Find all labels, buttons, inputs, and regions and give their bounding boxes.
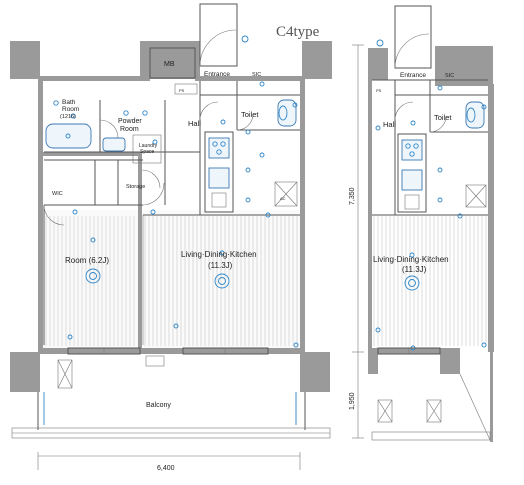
plan-a-floor-hatch bbox=[44, 210, 300, 348]
bath-label: Bath bbox=[62, 99, 76, 106]
dimension-depth-balcony-label: 1,950 bbox=[349, 392, 356, 410]
plan-b-walls bbox=[368, 46, 494, 442]
plan-b-ldk-size-label: (11.3J) bbox=[402, 265, 427, 274]
plan-a-flooring-lines bbox=[45, 216, 298, 346]
wic-label: WIC bbox=[52, 191, 63, 197]
plan-a-interior-lines bbox=[43, 81, 300, 345]
plan-b-hall-label: Hall bbox=[383, 120, 396, 129]
plan-a-balcony: Balcony bbox=[11, 355, 331, 439]
ps-label: PS bbox=[179, 88, 185, 93]
plan-a-ps-shaft: PS bbox=[174, 83, 198, 95]
plan-b-kitchen-counter bbox=[397, 133, 427, 213]
plan-a-cabinet bbox=[274, 181, 298, 207]
plan-b-room-labels: Entrance SIC Hall Toilet Living·Dining·K… bbox=[373, 72, 454, 274]
plan-b-toilet-label: Toilet bbox=[434, 113, 452, 122]
plan-b-sash-windows bbox=[377, 347, 441, 355]
plan-a-washbasin bbox=[102, 137, 126, 152]
plan-title: C4type bbox=[276, 24, 320, 40]
dimension-width-label: 6,400 bbox=[157, 465, 175, 472]
plan-b-flooring-lines bbox=[373, 216, 487, 346]
bath-room-label: Room bbox=[62, 106, 79, 113]
plan-b-toilet bbox=[465, 101, 485, 129]
plan-b-front-door bbox=[376, 5, 432, 69]
plan-b-balcony bbox=[371, 373, 491, 441]
plan-a-front-door bbox=[199, 3, 249, 67]
bath-size-label: (1216) bbox=[60, 114, 76, 120]
dimension-depth-main-label: 7,350 bbox=[349, 187, 356, 205]
plan-b-interior-lines bbox=[372, 79, 488, 216]
plan-a-dimension-width: 6,400 bbox=[37, 452, 301, 472]
ac-label: AC bbox=[280, 196, 286, 201]
plan-a-sash-windows bbox=[67, 347, 269, 355]
plan-a-walls bbox=[10, 41, 332, 392]
plan-a-toilet bbox=[277, 99, 297, 127]
plan-b-entrance-label: Entrance bbox=[400, 72, 426, 79]
plan-a-laundry-pan bbox=[132, 134, 162, 164]
plan-b-doors bbox=[394, 101, 447, 133]
plan-a-doors bbox=[43, 101, 254, 226]
plan-a-bathtub bbox=[45, 123, 92, 149]
plan-b-lighting-points bbox=[375, 85, 487, 351]
plan-b-cabinet bbox=[465, 184, 487, 208]
plan-b-sic-label: SIC bbox=[445, 73, 454, 79]
plan-a-lighting-points bbox=[53, 81, 299, 348]
balcony-label: Balcony bbox=[146, 402, 171, 409]
plan-a-dimension-depth: 7,350 1,950 bbox=[349, 44, 364, 439]
ldk-size-label: (11.3J) bbox=[208, 261, 233, 270]
toilet-label: Toilet bbox=[241, 110, 259, 119]
mb-label: MB bbox=[164, 61, 175, 68]
ldk-label: Living·Dining·Kitchen bbox=[181, 250, 257, 259]
powder-room-label-2: Room bbox=[120, 126, 139, 133]
storage-label: Storage bbox=[126, 184, 145, 190]
entrance-label: Entrance bbox=[204, 71, 230, 78]
room-label: Room (6.2J) bbox=[65, 256, 109, 265]
powder-room-label-1: Powder bbox=[118, 118, 142, 125]
plan-a-kitchen-counter bbox=[204, 131, 234, 213]
plan-a-room-labels: Entrance SIC Bath Room (1216) Powder Roo… bbox=[52, 71, 286, 270]
hall-label: Hall bbox=[188, 119, 201, 128]
laundry-label-1: Laundry bbox=[139, 143, 158, 149]
plan-b-ldk-label: Living·Dining·Kitchen bbox=[373, 255, 449, 264]
plan-b-ps-label: PS bbox=[376, 88, 382, 93]
plan-a-mb-box: MB bbox=[149, 47, 196, 79]
sic-label: SIC bbox=[252, 72, 261, 78]
laundry-label-2: Space bbox=[140, 149, 154, 155]
